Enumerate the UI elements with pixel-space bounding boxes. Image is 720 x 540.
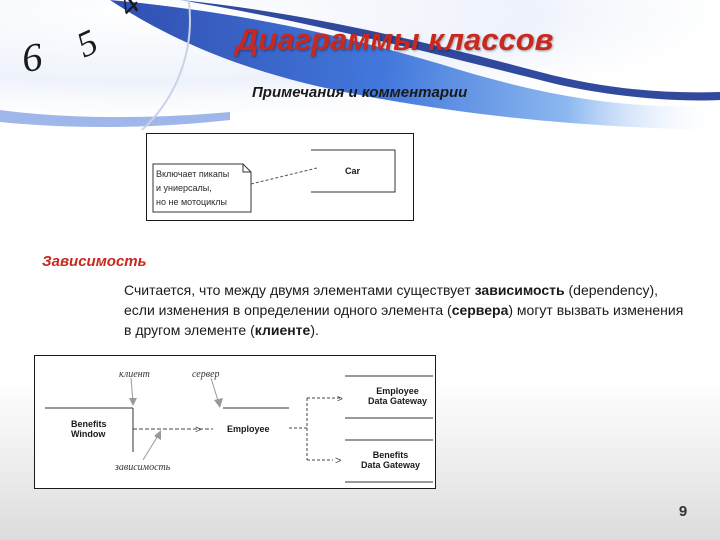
clock-decoration-icon: 6 5 4 (0, 0, 720, 130)
dependency-diagram-lines: > > > (45, 375, 433, 483)
dependency-label: зависимость (115, 462, 171, 473)
dependency-paragraph: Считается, что между двумя элементами су… (124, 282, 684, 338)
section-heading-dependency: Зависимость (42, 253, 147, 270)
page-number: 9 (678, 503, 688, 520)
svg-text:>: > (335, 455, 341, 467)
employee-label: Employee (227, 424, 270, 434)
dependency-diagram: > > > клиент сервер зависимость Be (34, 355, 436, 489)
svg-text:>: > (337, 394, 343, 405)
slide-title: Диаграммы классов (236, 22, 554, 57)
note-diagram-lines (152, 149, 396, 213)
svg-text:>: > (195, 424, 201, 436)
server-label: сервер (192, 369, 220, 380)
class-car-label: Car (345, 166, 361, 176)
client-label: клиент (119, 369, 150, 380)
slide-subtitle: Примечания и комментарии (252, 84, 468, 101)
